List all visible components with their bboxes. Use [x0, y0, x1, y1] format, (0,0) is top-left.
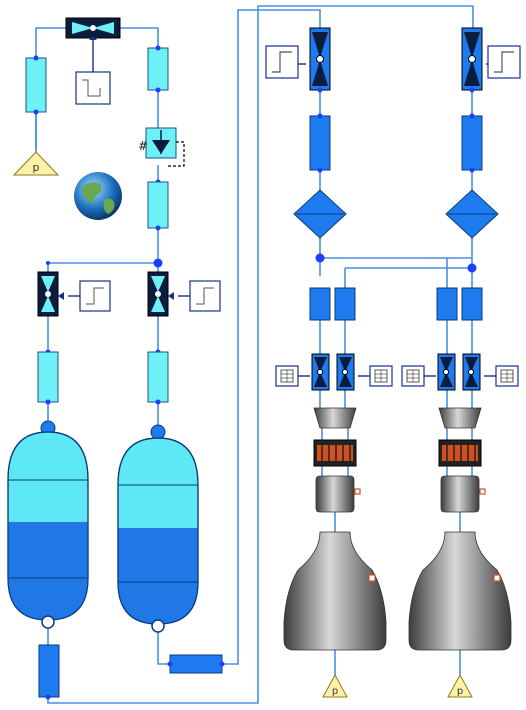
pipe-left-bottom	[47, 5, 474, 704]
engine-column-1: p	[265, 27, 393, 698]
injector-head-engine-2[interactable]	[438, 407, 482, 429]
step-signal-icon[interactable]	[75, 71, 111, 105]
pipe-segment-top-left[interactable]	[25, 57, 47, 113]
pipe-segment-right-bottom[interactable]	[169, 654, 223, 674]
top-valve[interactable]	[65, 17, 121, 40]
engine-nozzle-icon-1[interactable]	[283, 531, 387, 651]
pipe-right-bottom	[222, 9, 321, 665]
table-icon-engine-2-left[interactable]	[401, 365, 425, 387]
pressure-sink-icon-1[interactable]: p	[322, 673, 348, 698]
engine-column-2: p	[401, 27, 521, 698]
globe-icon[interactable]	[74, 172, 122, 220]
pipe-segment-mid[interactable]	[147, 181, 169, 229]
table-icon-engine-2-right[interactable]	[495, 365, 519, 387]
pipe-segment-right-tank[interactable]	[147, 351, 169, 403]
valve-icon-engine-2-fuel[interactable]	[437, 353, 456, 391]
pipe-top-loop-right	[120, 27, 159, 48]
sink-pressure-label-2: p	[457, 686, 463, 697]
pipe-segment-left-tank[interactable]	[37, 351, 59, 403]
splitter-diamond-engine-1[interactable]	[293, 189, 347, 239]
connection-lines	[35, 5, 474, 704]
signal-lines	[68, 40, 496, 377]
pipe-segment-left-bottom[interactable]	[38, 644, 60, 698]
combustion-chamber-engine-1[interactable]	[315, 475, 361, 513]
step-signal-icon-engine-2[interactable]	[487, 45, 521, 79]
pipe-segment-top-right[interactable]	[147, 47, 169, 91]
tank-icon-right[interactable]	[117, 424, 199, 633]
step-signal-icon-left-tank[interactable]	[79, 280, 111, 312]
table-icon-engine-1-right[interactable]	[369, 365, 393, 387]
valve-icon-left-tank[interactable]	[37, 271, 64, 317]
valve-icon-engine-2-main[interactable]	[461, 27, 483, 91]
table-icon-engine-1-left[interactable]	[275, 365, 299, 387]
pipe-segment-engine-2[interactable]	[461, 115, 483, 171]
engine-nozzle-icon-2[interactable]	[408, 531, 512, 651]
valve-icon-engine-2-ox[interactable]	[462, 353, 481, 391]
heat-exchanger-icon-engine-1[interactable]	[313, 439, 357, 467]
step-signal-icon-engine-1[interactable]	[265, 45, 299, 79]
valve-icon-right-tank[interactable]	[147, 271, 174, 317]
injector-head-engine-1[interactable]	[313, 407, 357, 429]
valve-icon-engine-1-fuel[interactable]	[311, 353, 330, 391]
junction-node	[153, 258, 163, 268]
valve-icon-engine-1-main[interactable]	[309, 27, 331, 91]
tank-icon-left[interactable]	[7, 420, 89, 629]
pressure-sink-icon-2[interactable]: p	[447, 673, 473, 698]
step-signal-icon-right-tank[interactable]	[189, 280, 221, 312]
pipe-right-tank-out	[157, 632, 170, 665]
sink-pressure-label-1: p	[332, 686, 338, 697]
heat-exchanger-icon-engine-2[interactable]	[438, 439, 482, 467]
pipe-segment-engine-1[interactable]	[309, 115, 331, 171]
valve-icon-engine-1-ox[interactable]	[336, 353, 355, 391]
regulator-hash-label: #	[138, 139, 148, 153]
pressure-source-label: p	[33, 161, 40, 174]
pressure-regulator[interactable]: #	[138, 127, 185, 167]
combustion-chamber-engine-2[interactable]	[440, 475, 486, 513]
pressure-source-icon[interactable]: p	[12, 151, 60, 176]
splitter-diamond-engine-2[interactable]	[445, 189, 499, 239]
